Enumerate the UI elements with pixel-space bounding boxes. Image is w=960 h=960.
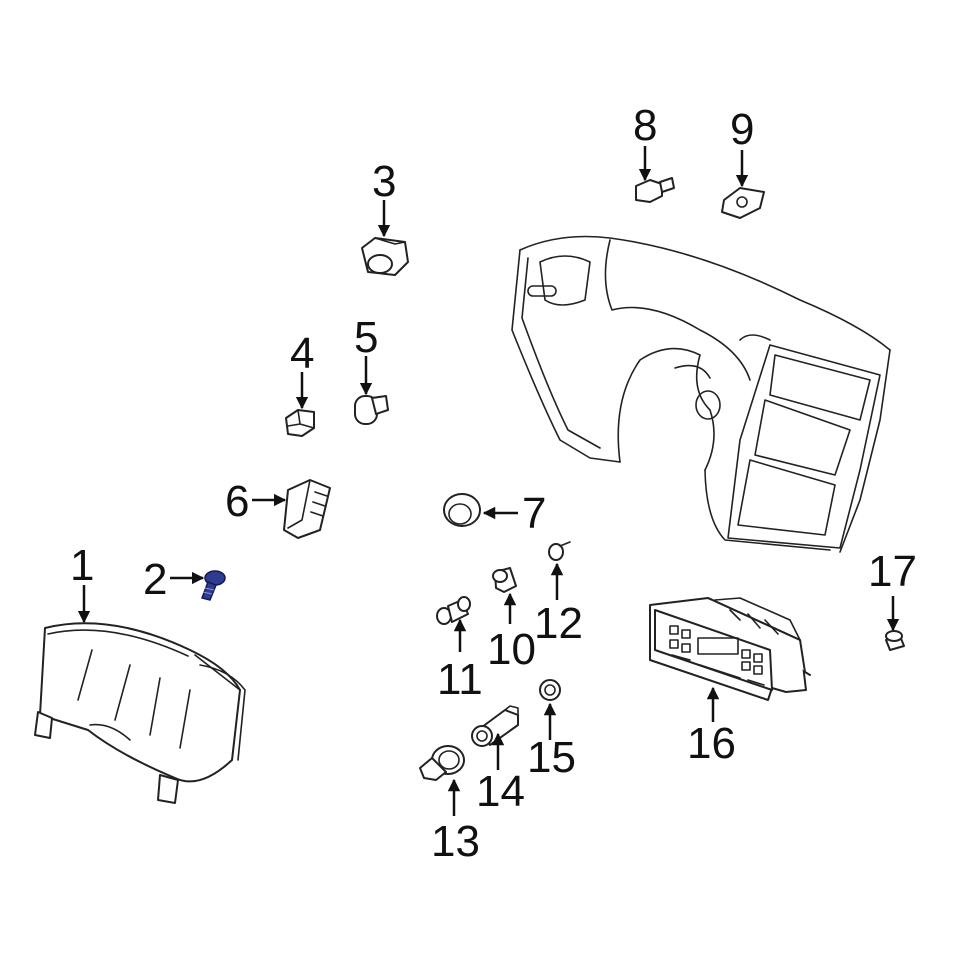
callout-2: 2 [143,555,167,604]
screw-part-highlighted [201,570,226,601]
callout-14: 14 [476,767,525,816]
callout-8: 8 [633,101,657,150]
callout-10: 10 [487,625,536,674]
clip-part-4 [285,409,315,437]
callout-11: 11 [437,655,483,704]
bushing-part-7 [443,493,481,527]
screw-part-17 [885,630,905,651]
switch-part-5 [354,395,389,425]
callout-labels: 1 2 3 4 5 6 7 8 9 10 11 12 13 14 15 16 1… [70,101,917,866]
socket-part-10 [492,567,517,593]
clip-part-8 [635,177,675,203]
callout-3: 3 [372,157,396,206]
callout-5: 5 [354,313,378,362]
bezel-part-13 [419,745,465,781]
lighter-part-14 [471,705,519,747]
callout-7: 7 [522,489,546,538]
callout-1: 1 [70,541,94,590]
switch-part-9 [721,187,765,219]
callout-17: 17 [868,547,917,596]
callout-15: 15 [527,733,576,782]
instrument-cluster-part [34,622,246,804]
leader-arrows [77,146,900,816]
switch-part-6 [283,479,331,539]
bulb-part-12 [548,541,571,561]
grommet-part-15 [539,679,561,701]
bulb-part-11 [436,596,471,625]
callout-4: 4 [290,329,314,378]
callout-13: 13 [431,817,480,866]
climate-control-part-16 [649,597,811,701]
callout-6: 6 [225,477,249,526]
switch-part-3 [361,237,409,276]
callout-12: 12 [534,599,583,648]
callout-16: 16 [687,719,736,768]
callout-9: 9 [730,105,754,154]
instrument-panel-outline [511,235,891,553]
